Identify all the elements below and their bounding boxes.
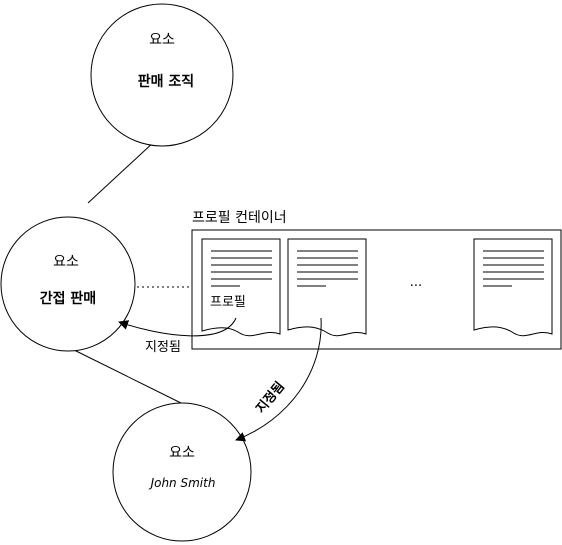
node-kind-label: 요소 [53,254,79,270]
profile-document-2[interactable] [287,238,367,337]
node-name-label: John Smith [149,476,216,490]
element-node-indirect-sales[interactable]: 요소 간접 판매 [0,216,136,352]
connector-middle-bottom [67,346,186,406]
profile-document-3[interactable] [473,238,553,337]
element-node-sales-org[interactable]: 요소 판매 조직 [90,3,234,147]
container-label: 프로필 컨테이너 [192,210,287,226]
document-shape [473,238,553,337]
node-kind-label: 요소 [169,445,195,461]
profile-container[interactable] [191,229,562,350]
node-circle [90,3,234,147]
ellipsis-label: ... [410,275,422,290]
document-text-lines [297,250,358,287]
node-name-label: 간접 판매 [40,290,96,307]
document-text-lines [483,250,544,287]
node-name-label: 판매 조직 [138,73,194,90]
connector-top-middle [87,140,156,204]
node-circle [0,216,136,352]
document-text-lines [211,250,272,287]
element-node-john-smith[interactable]: 요소 John Smith [112,402,252,542]
assigned-arrow-to-john-smith [235,317,322,442]
profile-document-1[interactable]: 프로필 [201,238,281,337]
node-kind-label: 요소 [149,32,175,48]
assigned-arrow-to-indirect-sales [118,317,237,337]
profile-label: 프로필 [210,295,246,310]
assigned-label-left: 지정됨 [145,340,181,355]
document-shape [201,238,281,337]
node-circle [112,402,252,542]
document-shape [287,238,367,337]
